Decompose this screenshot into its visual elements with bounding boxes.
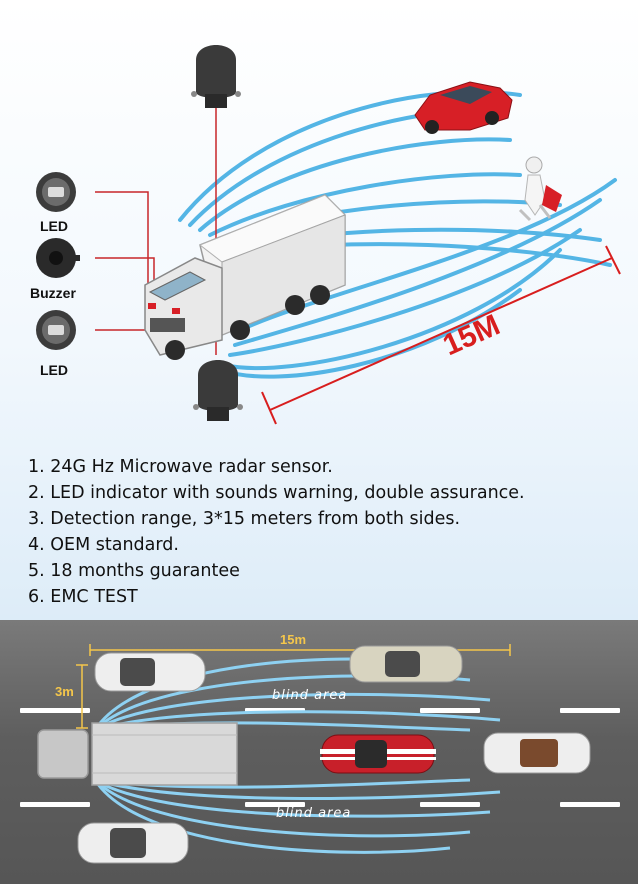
radar-sensor-bottom: [193, 360, 243, 421]
feature-item: 2. LED indicator with sounds warning, do…: [28, 483, 525, 503]
lane-marking: [560, 708, 620, 713]
convertible-car: [483, 732, 591, 774]
white-car-top-left: [94, 652, 206, 692]
lane-marking: [245, 802, 305, 807]
range-indicator-line: [261, 245, 621, 425]
radar-sensor-top: [191, 45, 241, 108]
led-indicator-bottom: [36, 310, 76, 350]
pedestrian-illustration: [518, 156, 562, 222]
feature-item: 4. OEM standard.: [28, 535, 179, 555]
lane-marking: [420, 802, 480, 807]
feature-item: 1. 24G Hz Microwave radar sensor.: [28, 457, 333, 477]
beige-car-top-right: [349, 645, 463, 683]
feature-item: 5. 18 months guarantee: [28, 561, 240, 581]
lane-marking: [20, 802, 90, 807]
led-indicator-top: [36, 172, 76, 212]
feature-item: 3. Detection range, 3*15 meters from bot…: [28, 509, 461, 529]
lane-marking: [420, 708, 480, 713]
length-label: 15m: [280, 632, 307, 647]
road-diagram-svg: [37, 644, 591, 864]
blind-area-top-label: blind area: [272, 688, 348, 703]
range-label: 15M: [438, 308, 505, 362]
led-bottom-label: LED: [40, 362, 68, 378]
lane-marking: [20, 708, 90, 713]
red-car-illustration: [414, 81, 513, 134]
truck-illustration: [144, 194, 346, 360]
blind-area-bottom-label: blind area: [276, 806, 352, 821]
buzzer-device: [36, 238, 80, 278]
lane-marking: [245, 708, 305, 713]
red-sports-car: [320, 734, 436, 774]
feature-list: 1. 24G Hz Microwave radar sensor. 2. LED…: [28, 454, 525, 610]
road-blind-area-diagram: 15m 3m blind area blind area: [0, 620, 638, 884]
led-top-label: LED: [40, 218, 68, 234]
width-label: 3m: [55, 684, 74, 699]
buzzer-label: Buzzer: [30, 285, 76, 301]
radar-illustration: 15M: [36, 45, 621, 425]
white-car-bottom-left: [77, 822, 189, 864]
product-illustration-panel: 15M: [0, 0, 638, 620]
feature-item: 6. EMC TEST: [28, 587, 138, 607]
lane-marking: [560, 802, 620, 807]
truck-top-view: [37, 722, 238, 786]
